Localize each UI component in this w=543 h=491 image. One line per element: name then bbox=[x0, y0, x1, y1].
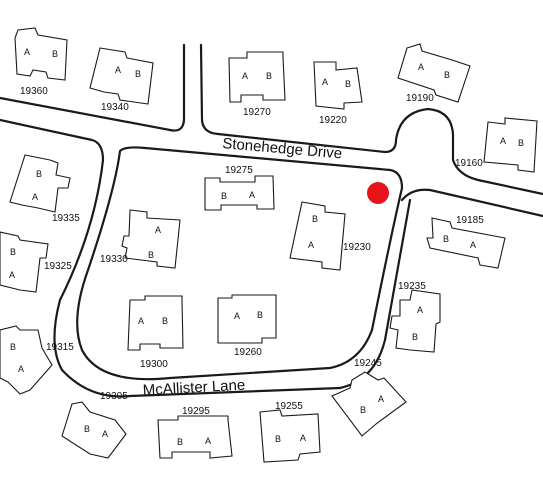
building-19330 bbox=[121, 209, 181, 269]
unit-label: B bbox=[257, 310, 263, 320]
unit-labels: A B A B A B A B A B A B B A B A A B B A … bbox=[9, 47, 524, 447]
unit-label: B bbox=[52, 49, 58, 59]
unit-label: A bbox=[300, 433, 306, 443]
unit-label: A bbox=[249, 190, 255, 200]
unit-label: B bbox=[345, 79, 351, 89]
unit-label: A bbox=[24, 47, 30, 57]
unit-label: B bbox=[443, 234, 449, 244]
road-edge-mcallister-south bbox=[128, 198, 412, 398]
unit-label: A bbox=[155, 225, 161, 235]
address-number: 19190 bbox=[406, 93, 434, 104]
road-edge-north-right bbox=[199, 43, 543, 196]
unit-label: A bbox=[102, 429, 108, 439]
unit-label: A bbox=[470, 240, 476, 250]
unit-label: B bbox=[312, 214, 318, 224]
address-number: 19360 bbox=[20, 86, 48, 97]
building-19245 bbox=[331, 371, 407, 437]
building-19255 bbox=[259, 409, 321, 463]
street-label-stonehedge-drive: Stonehedge Drive bbox=[222, 135, 343, 162]
buildings bbox=[0, 27, 538, 463]
address-number: 19335 bbox=[52, 213, 80, 224]
unit-label: B bbox=[177, 437, 183, 447]
building-19220 bbox=[313, 61, 363, 110]
road-edge-south-right bbox=[400, 188, 543, 218]
unit-label: A bbox=[18, 364, 24, 374]
building-19295 bbox=[157, 415, 233, 459]
unit-label: A bbox=[234, 311, 240, 321]
unit-label: A bbox=[322, 77, 328, 87]
unit-label: B bbox=[148, 250, 154, 260]
roads bbox=[0, 43, 543, 398]
building-19360 bbox=[14, 27, 68, 81]
building-19315 bbox=[0, 325, 53, 395]
address-number: 19245 bbox=[354, 358, 382, 369]
building-19185 bbox=[426, 217, 506, 269]
inner-block-outline bbox=[76, 146, 404, 381]
unit-label: B bbox=[36, 169, 42, 179]
unit-label: A bbox=[378, 394, 384, 404]
building-19270 bbox=[228, 51, 286, 103]
building-19230 bbox=[289, 201, 346, 271]
unit-label: B bbox=[412, 332, 418, 342]
unit-label: A bbox=[32, 192, 38, 202]
building-19325 bbox=[0, 231, 49, 293]
address-number: 19160 bbox=[455, 158, 483, 169]
unit-label: A bbox=[417, 305, 423, 315]
building-19260 bbox=[217, 294, 277, 344]
unit-label: A bbox=[9, 270, 15, 280]
unit-label: B bbox=[360, 405, 366, 415]
building-19340 bbox=[89, 47, 154, 105]
address-number: 19295 bbox=[182, 406, 210, 417]
address-number: 19340 bbox=[101, 102, 129, 113]
address-number: 19325 bbox=[44, 261, 72, 272]
building-19190 bbox=[397, 43, 471, 103]
unit-label: B bbox=[518, 138, 524, 148]
unit-label: A bbox=[418, 62, 424, 72]
unit-label: B bbox=[266, 71, 272, 81]
building-19160 bbox=[483, 117, 538, 173]
building-19300 bbox=[127, 295, 184, 351]
building-19305 bbox=[61, 401, 127, 459]
address-number: 19255 bbox=[275, 401, 303, 412]
unit-label: A bbox=[242, 71, 248, 81]
address-number: 19185 bbox=[456, 215, 484, 226]
address-number: 19330 bbox=[100, 254, 128, 265]
road-edge-west bbox=[0, 118, 132, 398]
address-number: 19235 bbox=[398, 281, 426, 292]
unit-label: B bbox=[135, 69, 141, 79]
unit-label: B bbox=[10, 342, 16, 352]
unit-label: A bbox=[500, 136, 506, 146]
street-label-mcallister-lane: McAllister Lane bbox=[142, 377, 245, 399]
address-number: 19300 bbox=[140, 359, 168, 370]
unit-label: A bbox=[308, 240, 314, 250]
unit-label: A bbox=[205, 436, 211, 446]
unit-label: B bbox=[84, 424, 90, 434]
address-number: 19220 bbox=[319, 115, 347, 126]
unit-label: B bbox=[162, 316, 168, 326]
building-19275 bbox=[204, 175, 275, 211]
address-number: 19315 bbox=[46, 342, 74, 353]
road-edge-north-left bbox=[0, 43, 186, 132]
address-number: 19230 bbox=[343, 242, 371, 253]
address-numbers: 19360 19340 19270 19220 19190 19160 1927… bbox=[20, 86, 484, 417]
building-19335 bbox=[9, 154, 71, 213]
unit-label: B bbox=[275, 434, 281, 444]
address-number: 19275 bbox=[225, 165, 253, 176]
unit-label: B bbox=[221, 191, 227, 201]
unit-label: A bbox=[115, 65, 121, 75]
address-number: 19270 bbox=[243, 107, 271, 118]
address-number: 19305 bbox=[100, 391, 128, 402]
unit-label: B bbox=[10, 247, 16, 257]
unit-label: B bbox=[444, 70, 450, 80]
building-19235 bbox=[389, 289, 441, 353]
location-marker[interactable] bbox=[367, 182, 389, 204]
address-number: 19260 bbox=[234, 347, 262, 358]
unit-label: A bbox=[138, 316, 144, 326]
